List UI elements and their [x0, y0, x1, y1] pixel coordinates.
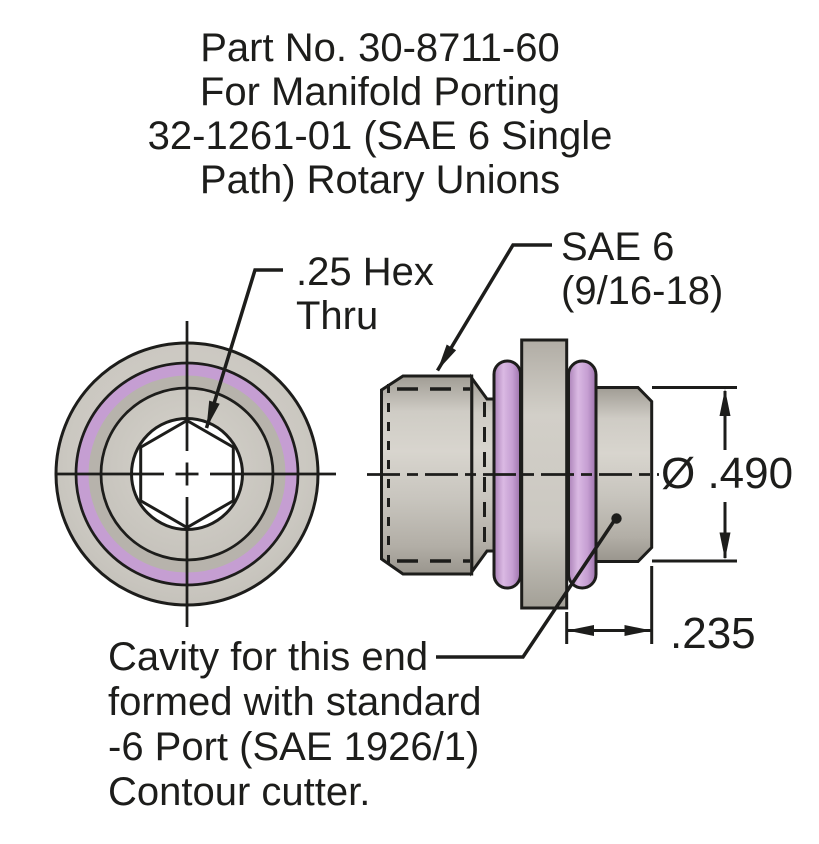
- hex-callout-line-1: .25 Hex: [296, 250, 434, 294]
- length-dimension-label: .235: [670, 609, 756, 658]
- cavity-note-line-2: formed with standard: [108, 680, 482, 724]
- dia-arrow-down: [719, 532, 731, 560]
- thread-hidden-lines: [387, 384, 486, 566]
- cavity-leader-line: [436, 520, 616, 659]
- title-line-1: Part No. 30-8711-60: [200, 26, 560, 70]
- title-line-2: For Manifold Porting: [199, 70, 561, 114]
- front-view: [54, 321, 336, 627]
- thread-callout-line-2: (9/16-18): [561, 269, 724, 313]
- len-arrow-left: [567, 625, 594, 636]
- title-line-4: Path) Rotary Unions: [199, 158, 561, 202]
- front-centermark: [57, 321, 336, 627]
- hex-callout-line-2: Thru: [296, 294, 379, 338]
- cavity-note-line-3: -6 Port (SAE 1926/1): [108, 725, 480, 769]
- length-dimension: [565, 566, 654, 644]
- drawing-title: Part No. 30-8711-60 For Manifold Porting…: [60, 26, 700, 202]
- cavity-note: Cavity for this end formed with standard…: [108, 635, 482, 815]
- diameter-dimension: [652, 386, 737, 563]
- hex-callout: .25 Hex Thru: [296, 250, 434, 338]
- cavity-note-line-1: Cavity for this end: [108, 635, 429, 679]
- hex-leader-arrowhead: [206, 400, 220, 428]
- hex-leader-line: [204, 268, 283, 429]
- cavity-note-line-4: Contour cutter.: [108, 770, 371, 814]
- thread-callout-line-1: SAE 6: [561, 225, 675, 269]
- title-line-3: 32-1261-01 (SAE 6 Single: [147, 114, 613, 158]
- thread-callout: SAE 6 (9/16-18): [561, 225, 723, 313]
- len-arrow-right: [624, 625, 652, 636]
- leaders: [204, 243, 622, 659]
- thread-leader-line: [436, 243, 552, 372]
- dia-arrow-up: [719, 389, 731, 416]
- diameter-dimension-label: Ø .490: [661, 449, 794, 498]
- thread-leader-arrowhead: [437, 344, 457, 371]
- cavity-leader-dot: [611, 513, 622, 524]
- side-view: [367, 338, 659, 610]
